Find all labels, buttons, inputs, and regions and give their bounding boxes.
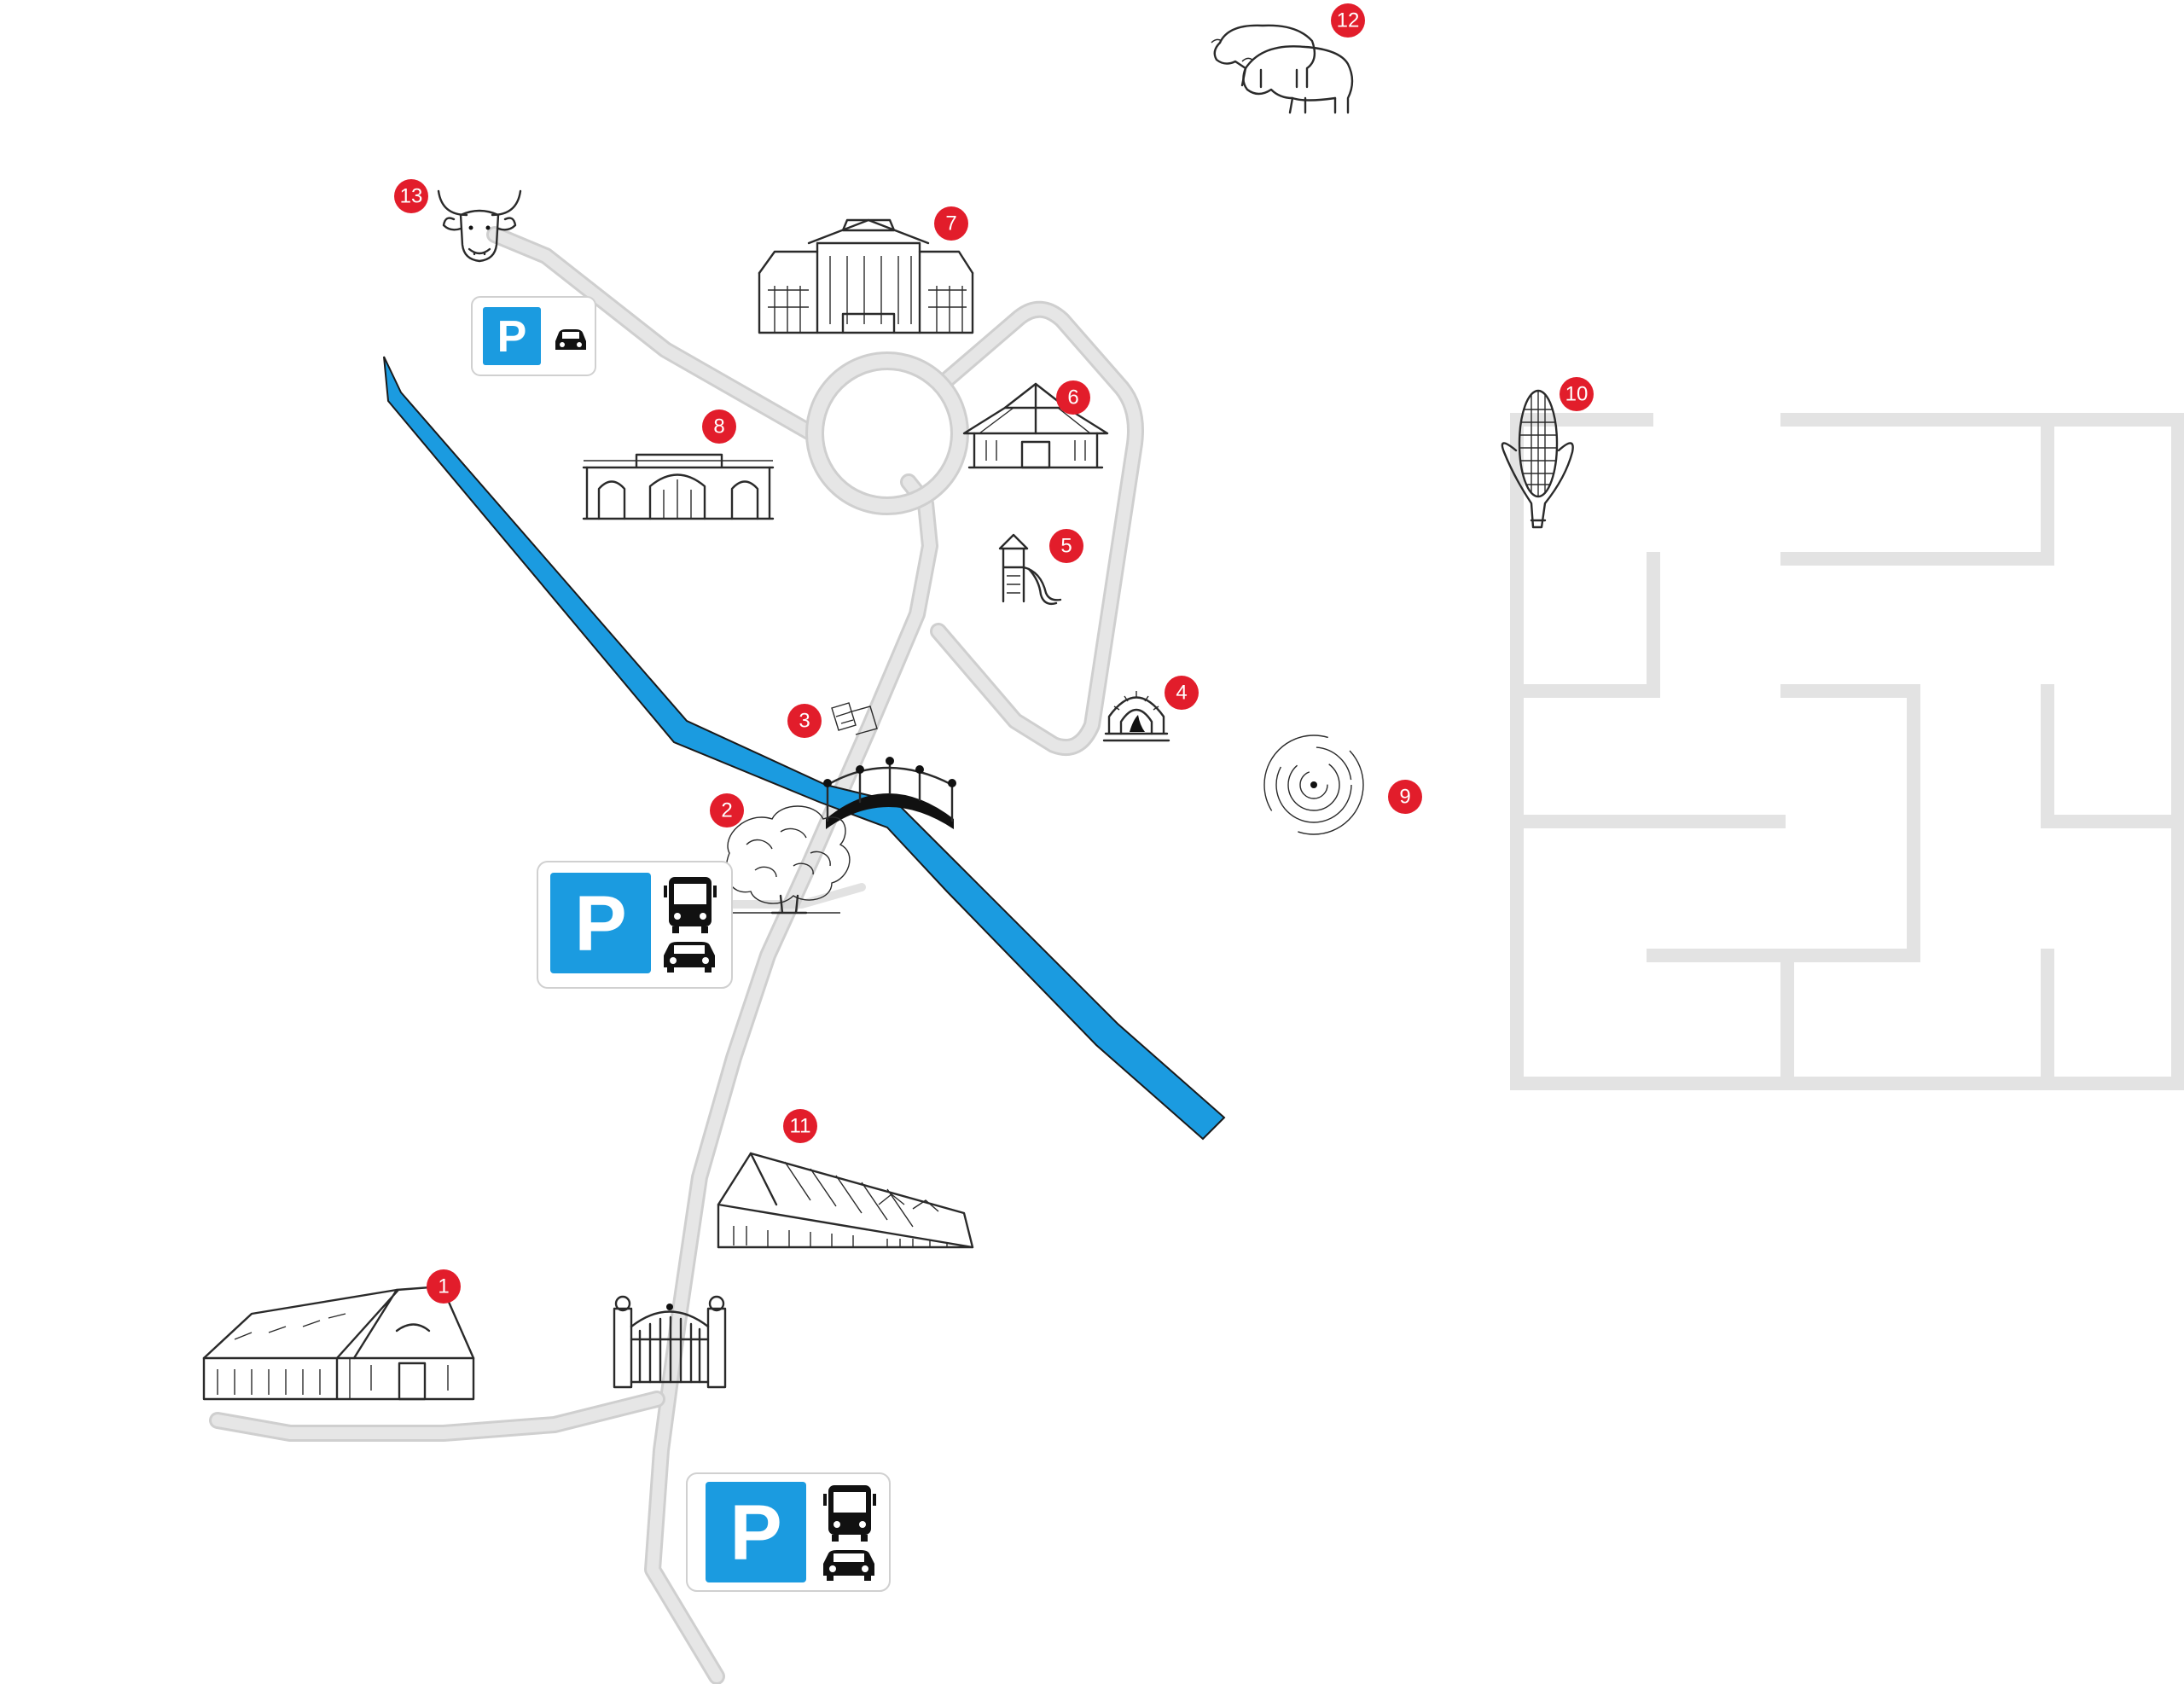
corn-maze xyxy=(1510,413,2184,1090)
marker-1[interactable]: 1 xyxy=(427,1269,461,1304)
parking-card-2: P xyxy=(537,861,733,989)
bison-icon xyxy=(1211,24,1354,114)
parking-letter: P xyxy=(729,1489,781,1577)
svg-text:5: 5 xyxy=(1060,535,1072,558)
car-icon xyxy=(555,329,586,350)
svg-text:7: 7 xyxy=(945,212,956,235)
manor-house-icon xyxy=(202,1285,475,1401)
entrance-gate-icon xyxy=(613,1295,727,1389)
marker-11[interactable]: 11 xyxy=(783,1109,817,1143)
svg-text:11: 11 xyxy=(790,1115,811,1138)
maze-icon xyxy=(1263,735,1364,835)
marker-7[interactable]: 7 xyxy=(934,206,968,241)
svg-text:8: 8 xyxy=(713,415,724,438)
svg-text:3: 3 xyxy=(799,710,810,733)
parking-letter: P xyxy=(497,312,527,362)
parking-letter: P xyxy=(574,880,626,967)
barn-icon xyxy=(717,1152,974,1249)
corn-icon xyxy=(1501,389,1574,529)
marker-2[interactable]: 2 xyxy=(710,793,744,827)
svg-text:13: 13 xyxy=(400,185,423,208)
marker-3[interactable]: 3 xyxy=(787,704,822,738)
marker-9[interactable]: 9 xyxy=(1388,780,1422,814)
marker-4[interactable]: 4 xyxy=(1165,676,1199,710)
pavilion-icon xyxy=(962,382,1109,469)
marker-5[interactable]: 5 xyxy=(1049,529,1083,563)
marker-12[interactable]: 12 xyxy=(1331,3,1365,38)
bus-icon xyxy=(664,877,717,933)
svg-text:1: 1 xyxy=(438,1275,449,1298)
bridge-icon xyxy=(823,757,956,829)
svg-text:6: 6 xyxy=(1067,386,1078,409)
svg-text:9: 9 xyxy=(1399,786,1410,809)
svg-text:12: 12 xyxy=(1337,9,1360,32)
orangery-icon xyxy=(582,453,775,520)
car-icon xyxy=(664,942,715,973)
svg-text:4: 4 xyxy=(1176,682,1187,705)
bus-icon xyxy=(823,1485,876,1542)
parking-card-3: P xyxy=(686,1472,891,1592)
marker-13[interactable]: 13 xyxy=(394,179,428,213)
car-icon xyxy=(823,1550,874,1581)
marker-8[interactable]: 8 xyxy=(702,409,736,444)
river xyxy=(383,356,1226,1141)
tickets-icon xyxy=(831,702,878,735)
marker-6[interactable]: 6 xyxy=(1056,380,1090,415)
oak-tree-icon xyxy=(721,805,851,915)
svg-text:2: 2 xyxy=(721,799,732,822)
marker-10[interactable]: 10 xyxy=(1560,377,1594,411)
ox-head-icon xyxy=(437,189,522,263)
playground-slide-icon xyxy=(998,533,1062,606)
roads xyxy=(209,226,1144,1684)
bread-oven-icon xyxy=(1102,691,1170,742)
parking-card-1: P xyxy=(471,296,596,376)
svg-text:10: 10 xyxy=(1565,383,1589,406)
palace-icon xyxy=(758,218,974,334)
